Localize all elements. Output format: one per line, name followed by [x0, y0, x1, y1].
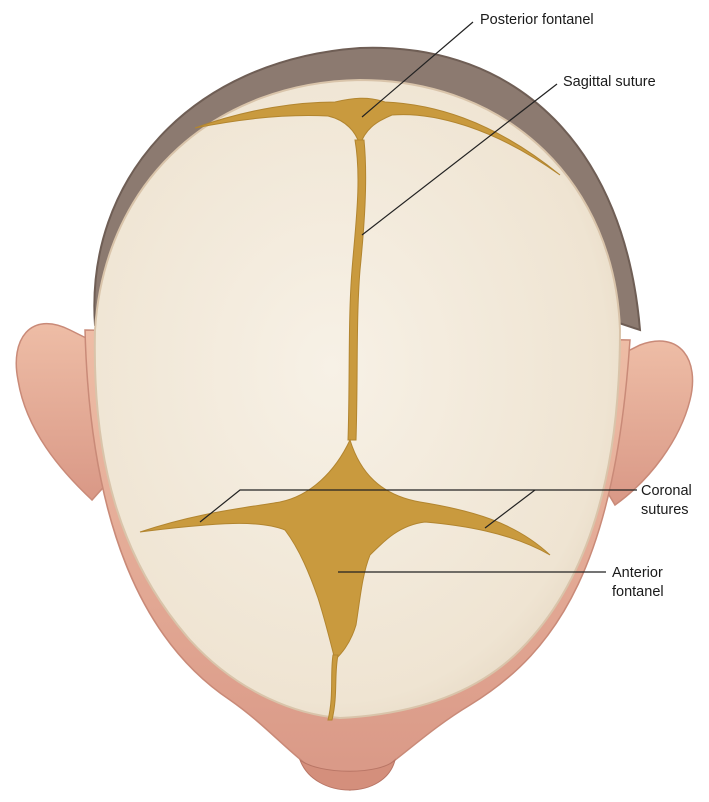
label-sagittal-suture: Sagittal suture	[563, 74, 656, 90]
label-posterior-fontanel: Posterior fontanel	[480, 12, 594, 28]
label-coronal-sutures-line2: sutures	[641, 502, 689, 518]
label-coronal-sutures-line1: Coronal	[641, 483, 692, 499]
label-anterior-fontanel-line1: Anterior	[612, 565, 663, 581]
label-anterior-fontanel-line2: fontanel	[612, 584, 664, 600]
